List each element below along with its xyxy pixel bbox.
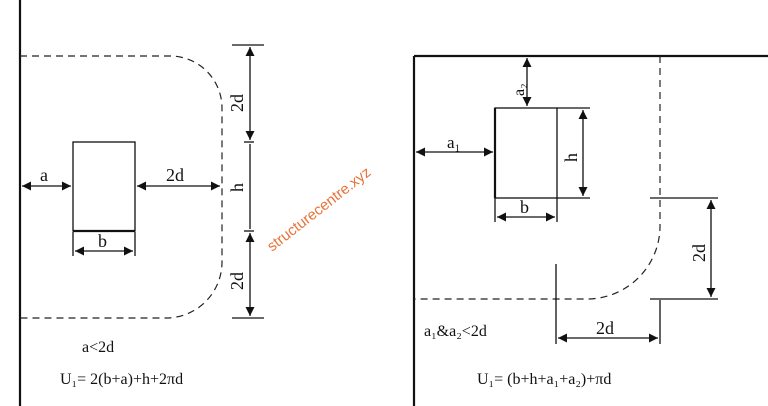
right-condition: a₁&a₂<2d — [424, 323, 487, 340]
left-label-a: a — [40, 165, 48, 185]
left-critical-perimeter — [20, 55, 223, 319]
right-column — [494, 107, 558, 199]
right-label-2d-vertical: 2d — [689, 244, 709, 262]
right-label-h: h — [561, 153, 581, 162]
right-label-a1: a₁ — [447, 133, 460, 152]
right-formula: U₁= (b+h+a₁+a₂)+πd — [477, 371, 611, 388]
left-label-2d-horizontal: 2d — [166, 165, 184, 185]
left-formula: U₁= 2(b+a)+h+2πd — [60, 371, 183, 388]
right-label-2d-horizontal: 2d — [596, 318, 614, 338]
right-label-b: b — [520, 197, 529, 217]
left-column — [72, 141, 136, 232]
left-label-2d-top: 2d — [227, 94, 247, 112]
left-condition: a<2d — [82, 339, 114, 356]
right-critical-perimeter — [414, 56, 661, 300]
left-label-2d-bottom: 2d — [227, 272, 247, 290]
left-label-h: h — [227, 183, 247, 192]
left-diagram: a 2d b 2d h 2d a<2d U₁= 2(b+a)+h+2πd — [18, 0, 264, 406]
left-label-b: b — [98, 231, 107, 251]
watermark: structurecentre.xyz — [264, 164, 374, 255]
right-diagram: a₂ a₁ h b 2d 2d a₁&a₂<2d U₁= (b+h+a₁+a₂)… — [412, 54, 768, 406]
right-label-a2: a₂ — [511, 83, 528, 96]
